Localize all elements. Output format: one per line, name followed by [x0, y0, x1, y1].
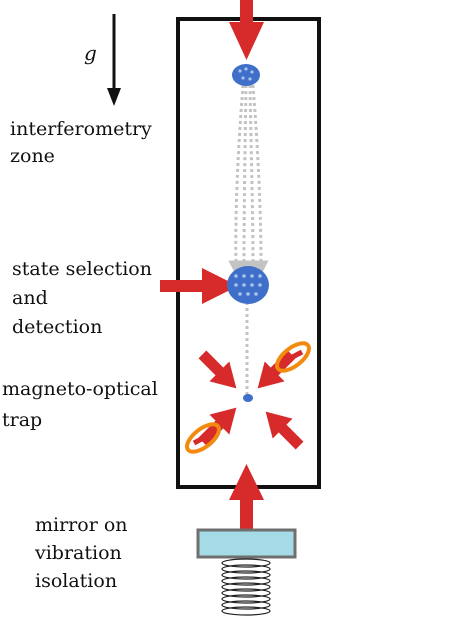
label-line: isolation	[35, 570, 118, 592]
vibration-isolation-spring	[221, 558, 271, 616]
interferometry-zone-label: interferometry zone	[10, 116, 152, 170]
mirror	[196, 528, 297, 559]
atom-cloud-mot	[243, 394, 253, 402]
top-laser-beam	[229, 0, 264, 60]
label-line: detection	[12, 316, 103, 338]
bottom-laser-beam	[229, 464, 264, 530]
mot-beam-upper-right	[257, 350, 296, 389]
state-selection-label: state selection and detection	[12, 255, 152, 342]
label-line: magneto-optical	[2, 378, 158, 400]
mirror-label: mirror on vibration isolation	[35, 511, 128, 595]
label-line: zone	[10, 145, 55, 167]
label-line: vibration	[35, 542, 122, 564]
mot-coil-lower-left	[185, 422, 221, 454]
label-line: trap	[2, 409, 43, 431]
vacuum-chamber	[176, 17, 321, 489]
label-line: mirror on	[35, 514, 128, 536]
mot-beam-lower-left	[198, 407, 237, 446]
gravity-label: g	[84, 41, 97, 65]
label-line: and	[12, 287, 48, 309]
mot-coil-upper-right	[275, 341, 311, 373]
mot-beam-lower-right	[265, 411, 304, 450]
mot-beam-upper-left	[198, 350, 237, 389]
gravity-arrow	[107, 14, 121, 106]
label-line: state selection	[12, 258, 152, 280]
atom-cloud-apex	[232, 64, 260, 86]
atom-cloud-detection	[227, 266, 269, 304]
detection-laser-beam	[160, 268, 238, 304]
mot-label: magneto-optical trap	[2, 374, 158, 436]
atom-trajectories	[228, 84, 269, 395]
label-line: interferometry	[10, 118, 152, 140]
